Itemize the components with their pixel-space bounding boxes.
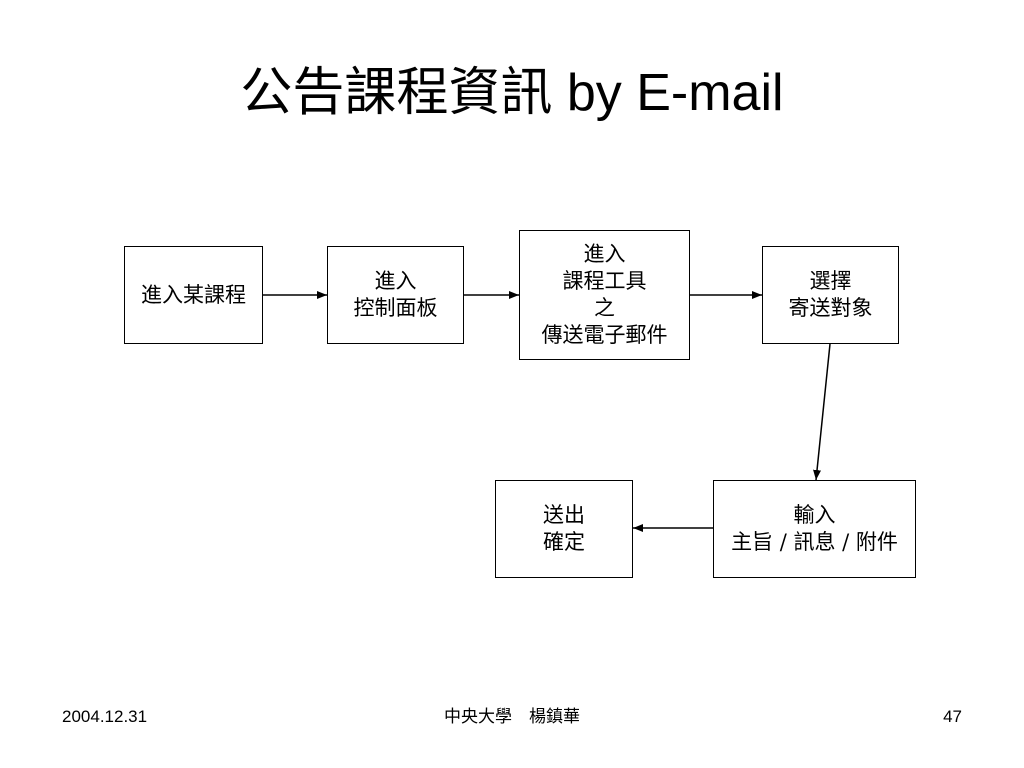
- flow-box-line: 進入某課程: [141, 282, 246, 307]
- footer-author: 中央大學 楊鎮華: [444, 707, 580, 727]
- flow-box-line: 確定: [543, 530, 585, 554]
- flow-box-select-recipients: 選擇寄送對象: [762, 246, 899, 344]
- arrow-box4-to-box5: [813, 343, 831, 481]
- flow-box-line: 寄送對象: [788, 296, 873, 320]
- flow-box-line: 課程工具: [562, 269, 647, 293]
- flow-box-enter-course: 進入某課程: [124, 246, 263, 344]
- title-latin: by E-mail: [552, 64, 784, 122]
- flow-box-line: 進入: [374, 269, 417, 293]
- slide-title: 公告課程資訊 by E-mail: [0, 58, 1024, 128]
- footer-date: 2004.12.31: [62, 707, 148, 726]
- flow-box-line: 輸入: [793, 503, 836, 527]
- flow-box-line: 之: [594, 296, 615, 320]
- flow-box-send-confirm: 送出確定: [495, 480, 633, 578]
- flow-box-line: 控制面板: [353, 296, 438, 320]
- flow-box-line: 傳送電子郵件: [541, 323, 668, 347]
- flow-box-line: 送出: [543, 503, 585, 527]
- flow-box-control-panel: 進入控制面板: [327, 246, 464, 344]
- flow-box-input-message: 輸入主旨 / 訊息 / 附件: [713, 480, 916, 578]
- flow-box-line: 主旨 / 訊息 / 附件: [731, 530, 898, 554]
- flow-box-line: 進入: [583, 242, 626, 266]
- title-chinese: 公告課程資訊: [240, 63, 553, 123]
- flow-box-course-tools-email: 進入課程工具之傳送電子郵件: [519, 230, 690, 360]
- page-number: 47: [943, 707, 962, 726]
- flow-box-line: 選擇: [809, 269, 852, 293]
